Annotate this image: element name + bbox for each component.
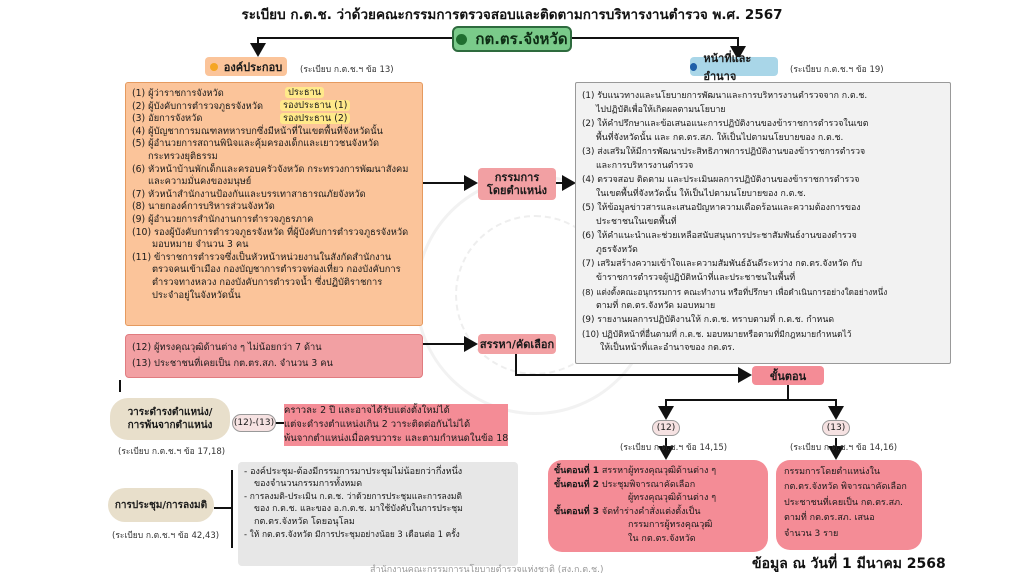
qualified-box: (12) ผู้ทรงคุณวุฒิด้านต่าง ๆ ไม่น้อยกว่า…	[125, 334, 423, 378]
ex-officio-label: กรรมการ โดยตำแหน่ง	[478, 168, 556, 200]
composition-item: (2) ผู้บังคับการตำรวจภูธรจังหวัด	[132, 100, 264, 112]
footer-date: ข้อมูล ณ วันที่ 1 มีนาคม 2568	[752, 556, 946, 572]
term-ref: (ระเบียบ ก.ต.ช.ฯ ข้อ 17,18)	[118, 447, 226, 457]
term-lines: คราวละ 2 ปี และอาจได้รับแต่งตั้งใหม่ได้ …	[284, 404, 509, 446]
composition-item: ตำรวจทางหลวง กองบังคับการตำรวจน้ำ ซึ่งปฏ…	[152, 276, 383, 288]
composition-item: (5) ผู้อำนวยการสถานพินิจและคุ้มครองเด็กแ…	[132, 138, 380, 150]
duty-item: (4) ตรวจสอบ ติดตาม และประเมินผลการปฏิบัต…	[582, 175, 860, 185]
composition-item: (1) ผู้ว่าราชการจังหวัด	[132, 88, 224, 99]
composition-item: (10) รองผู้บังคับการตำรวจภูธรจังหวัด ที่…	[132, 226, 409, 238]
duty-item: ให้เป็นหน้าที่และอำนาจของ กต.ตร.	[600, 343, 735, 353]
meeting-line: กต.ตร.จังหวัด โดยอนุโลม	[254, 516, 355, 527]
term-pill: วาระดำรงตำแหน่ง/ การพ้นจากตำแหน่ง	[110, 398, 230, 440]
duty-item: (2) ให้คำปรึกษาและข้อเสนอแนะการปฏิบัติงา…	[582, 119, 869, 129]
term-line: แต่จะดำรงตำแหน่งเกิน 2 วาระติดต่อกันไม่ไ…	[284, 418, 509, 432]
duty-item: และการบริหารงานตำรวจ	[596, 161, 694, 171]
steps-left-box: ขั้นตอนที่ 1 สรรหาผู้ทรงคุณวุฒิด้านต่าง …	[548, 460, 768, 552]
steps-right-line: กต.ตร.จังหวัด พิจารณาคัดเลือก	[784, 482, 907, 493]
composition-item: มอบหมาย จำนวน 3 คน	[152, 239, 249, 251]
ex-officio-line1: กรรมการ	[494, 171, 540, 184]
steps-left-ref: (ระเบียบ ก.ต.ช.ฯ ข้อ 14,15)	[620, 443, 728, 453]
role-vice-chair-2: รองประธาน (2)	[280, 113, 351, 126]
duty-item: (9) รายงานผลการปฏิบัติงานให้ ก.ต.ช. ทราบ…	[582, 315, 835, 325]
duty-item: พื้นที่จังหวัดนั้น และ กต.ตร.สภ. ให้เป็น…	[596, 133, 844, 143]
composition-item: และความมั่นคงของมนุษย์	[148, 176, 252, 188]
term-tag: (12)-(13)	[232, 414, 276, 432]
duty-item: ประชาชนในเขตพื้นที่	[596, 217, 677, 227]
term-label-1: วาระดำรงตำแหน่ง/	[127, 407, 213, 418]
page-title: ระเบียบ ก.ต.ช. ว่าด้วยคณะกรรมการตรวจสอบแ…	[241, 7, 783, 23]
composition-header: องค์ประกอบ	[205, 57, 287, 76]
meeting-line: ของ ก.ต.ช. และของ อ.ก.ต.ช. มาใช้บังคับใน…	[254, 504, 463, 515]
steps-right-line: ประชาชนที่เคยเป็น กต.ตร.สภ.	[784, 497, 903, 508]
steps-header: ขั้นตอน	[752, 366, 824, 385]
meeting-pill: การประชุม/การลงมติ	[108, 488, 214, 522]
composition-item: กระทรวงยุติธรรม	[148, 150, 218, 162]
duty-item: (6) ให้คำแนะนำและช่วยเหลือสนับสนุนการประ…	[582, 231, 857, 241]
composition-box: (1) ผู้ว่าราชการจังหวัด (2) ผู้บังคับการ…	[125, 82, 423, 326]
steps-right-line: ตามที่ กต.ตร.สภ. เสนอ	[784, 513, 875, 524]
composition-item: (3) อัยการจังหวัด	[132, 113, 203, 125]
steps-left-tag: (12)	[652, 420, 680, 436]
footer-agency: สำนักงานคณะกรรมการนโยบายตำรวจแห่งชาติ (ส…	[370, 565, 604, 575]
steps-right-line: จำนวน 3 ราย	[784, 528, 839, 539]
term-line: คราวละ 2 ปี และอาจได้รับแต่งตั้งใหม่ได้	[284, 404, 509, 418]
duty-item: (1) รับแนวทางและนโยบายการพัฒนาและการบริห…	[582, 91, 868, 101]
composition-item: (7) หัวหน้าสำนักงานป้องกันและบรรเทาสาธาร…	[132, 188, 366, 200]
composition-item: (4) ผู้บัญชาการมณฑลทหารบกซึ่งมีหน้าที่ใน…	[132, 125, 383, 137]
select-label: สรรหา/คัดเลือก	[478, 334, 556, 354]
duty-item: ตามที่ กต.ตร.จังหวัด มอบหมาย	[596, 301, 716, 311]
duty-item: ไปปฏิบัติเพื่อให้เกิดผลตามนโยบาย	[596, 105, 726, 115]
qualified-item: (13) ประชาชนที่เคยเป็น กต.ตร.สภ. จำนวน 3…	[132, 358, 333, 369]
meeting-box: - องค์ประชุม-ต้องมีกรรมการมาประชุมไม่น้อ…	[238, 462, 518, 566]
orange-dot-icon	[209, 62, 218, 71]
green-dot-icon	[456, 33, 468, 45]
term-line: พ้นจากตำแหน่งเมื่อครบวาระ และตามกำหนดในข…	[284, 432, 509, 446]
role-vice-chair-1: รองประธาน (1)	[280, 100, 351, 113]
composition-item: (11) ข้าราชการตำรวจซึ่งเป็นหัวหน้าหน่วยง…	[132, 251, 392, 263]
duty-item: (3) ส่งเสริมให้มีการพัฒนาประสิทธิภาพการป…	[582, 147, 866, 157]
term-label-2: การพ้นจากตำแหน่ง	[127, 420, 213, 431]
composition-item: ประจำอยู่ในจังหวัดนั้น	[152, 289, 241, 301]
meeting-line: ของจำนวนกรรมการทั้งหมด	[254, 479, 363, 490]
blue-dot-icon	[690, 62, 698, 71]
meeting-line: - ให้ กต.ตร.จังหวัด มีการประชุมอย่างน้อย…	[244, 529, 460, 540]
duty-item: (10) ปฏิบัติหน้าที่อื่นตามที่ ก.ต.ช. มอบ…	[582, 329, 852, 339]
composition-ref: (ระเบียบ ก.ต.ช.ฯ ข้อ 13)	[300, 65, 394, 75]
duties-box: (1) รับแนวทางและนโยบายการพัฒนาและการบริห…	[575, 82, 951, 364]
ex-officio-line2: โดยตำแหน่ง	[486, 184, 548, 197]
steps-right-ref: (ระเบียบ ก.ต.ช.ฯ ข้อ 14,16)	[790, 443, 898, 453]
center-node: กต.ตร.จังหวัด	[452, 26, 572, 52]
center-node-label: กต.ตร.จังหวัด	[475, 30, 568, 48]
duties-ref: (ระเบียบ ก.ต.ช.ฯ ข้อ 19)	[790, 65, 884, 75]
meeting-ref: (ระเบียบ ก.ต.ช.ฯ ข้อ 42,43)	[112, 531, 220, 541]
steps-right-box: กรรมการโดยตำแหน่งใน กต.ตร.จังหวัด พิจารณ…	[776, 460, 922, 550]
duty-item: (5) ให้ข้อมูลข่าวสารและเสนอปัญหาความเดือ…	[582, 203, 861, 213]
composition-item: ตรวจคนเข้าเมือง กองบัญชาการตำรวจท่องเที่…	[152, 264, 401, 276]
duty-item: ภูธรจังหวัด	[596, 245, 638, 255]
composition-item: (6) หัวหน้าบ้านพักเด็กและครอบครัวจังหวัด…	[132, 163, 409, 175]
duties-header: หน้าที่และอำนาจ	[690, 52, 778, 83]
qualified-item: (12) ผู้ทรงคุณวุฒิด้านต่าง ๆ ไม่น้อยกว่า…	[132, 342, 322, 353]
duty-item: (8) แต่งตั้งคณะอนุกรรมการ คณะทำงาน หรือท…	[582, 287, 888, 297]
meeting-line: - องค์ประชุม-ต้องมีกรรมการมาประชุมไม่น้อ…	[244, 467, 463, 477]
duty-item: ในเขตพื้นที่จังหวัดนั้น ให้เป็นไปตามนโยบ…	[596, 189, 806, 199]
role-chairman: ประธาน	[285, 87, 325, 100]
steps-right-line: กรรมการโดยตำแหน่งใน	[784, 467, 881, 477]
composition-header-label: องค์ประกอบ	[223, 60, 283, 74]
duties-header-label: หน้าที่และอำนาจ	[703, 51, 752, 83]
steps-right-tag: (13)	[822, 420, 850, 436]
composition-item: (9) ผู้อำนวยการสำนักงานการตำรวจภูธรภาค	[132, 213, 314, 225]
composition-item: (8) นายกองค์การบริหารส่วนจังหวัด	[132, 201, 275, 213]
duty-item: ข้าราชการตำรวจผู้ปฏิบัติหน้าที่และประชาช…	[596, 273, 796, 283]
meeting-line: - การลงมติ-ประเมิน ก.ต.ช. ว่าด้วยการประช…	[244, 491, 463, 502]
duty-item: (7) เสริมสร้างความเข้าใจและความสัมพันธ์อ…	[582, 259, 863, 269]
